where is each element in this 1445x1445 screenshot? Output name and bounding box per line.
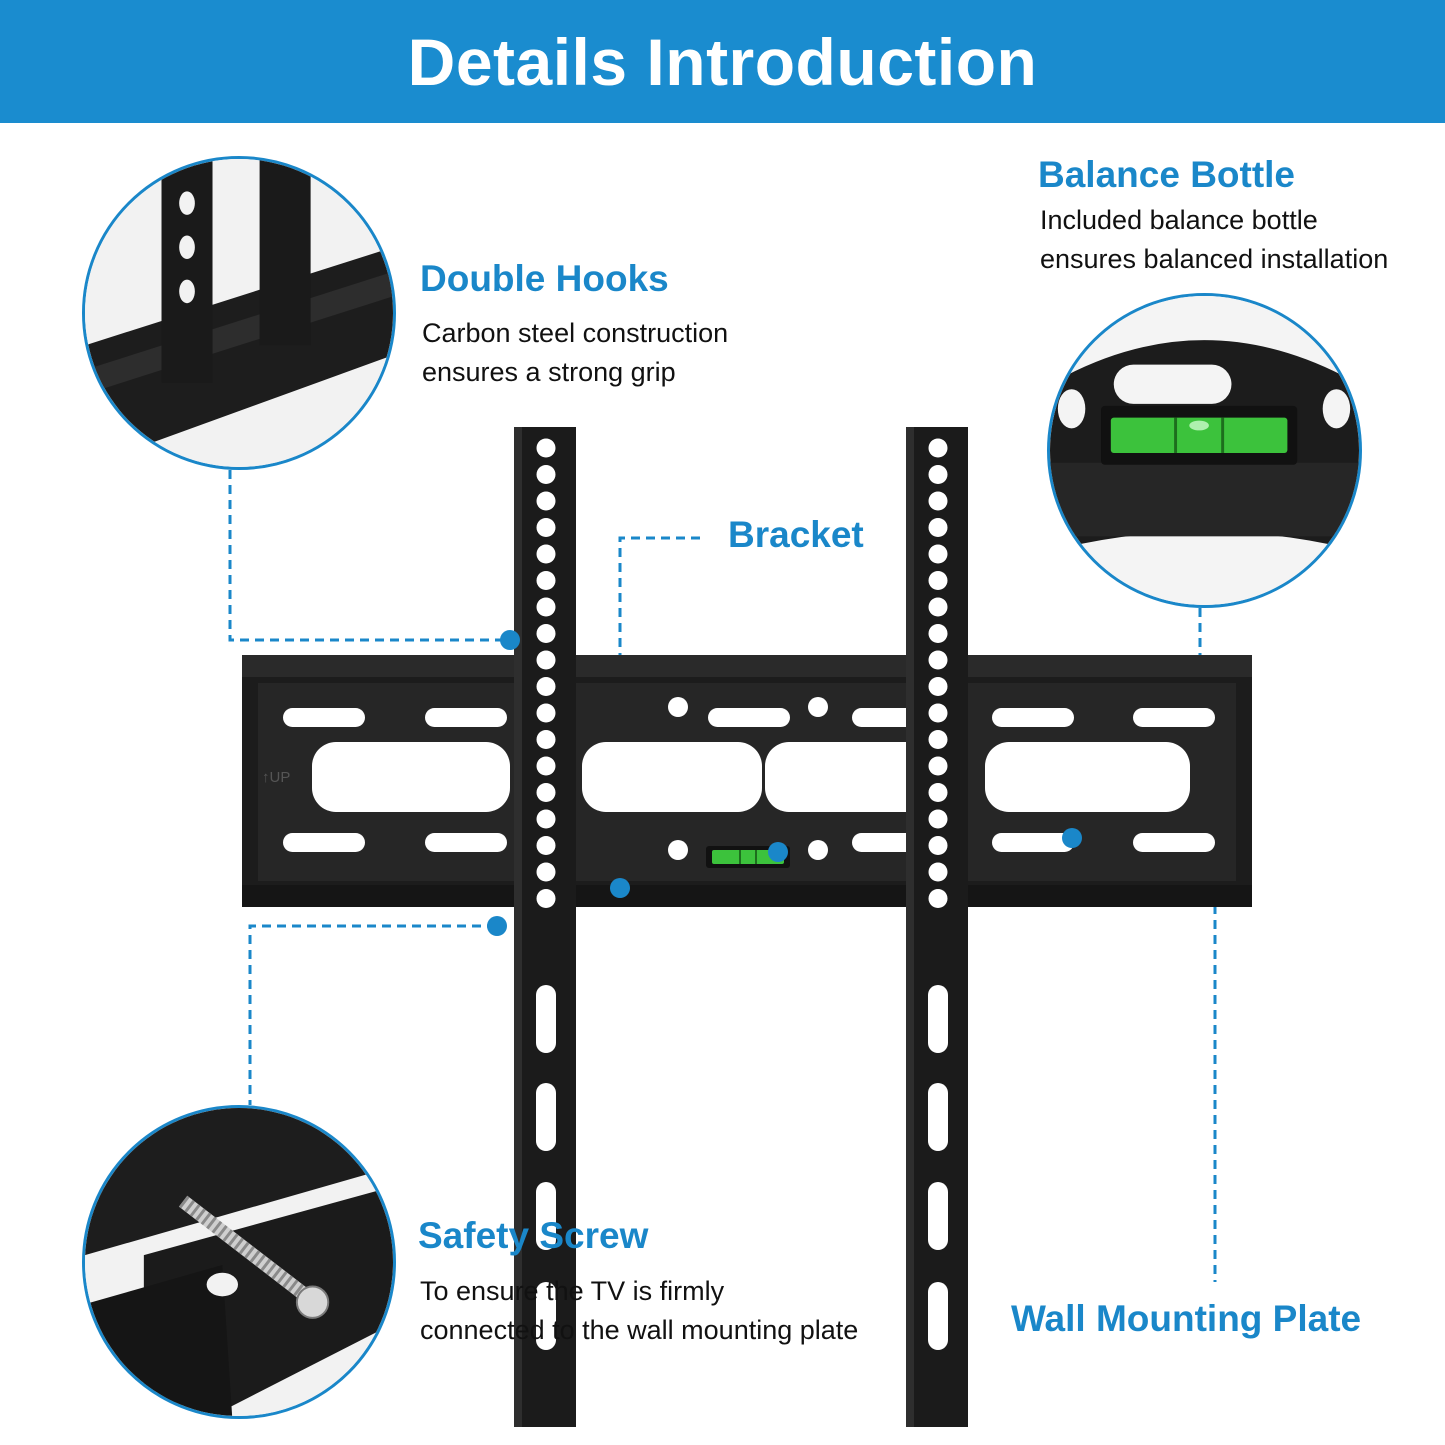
safety-screw-desc-line1: To ensure the TV is firmly bbox=[420, 1276, 725, 1306]
bracket-hole bbox=[928, 889, 948, 908]
bracket-hole bbox=[536, 730, 556, 749]
leader-safety-screw bbox=[248, 924, 496, 1105]
bracket-hole bbox=[928, 544, 948, 564]
double-hooks-title: Double Hooks bbox=[420, 258, 669, 299]
safety-screw-title: Safety Screw bbox=[418, 1215, 649, 1256]
bracket-hole bbox=[536, 624, 556, 643]
safety-screw-desc-line2: connected to the wall mounting plate bbox=[420, 1315, 859, 1345]
bracket-hole bbox=[928, 862, 948, 882]
bracket-hole bbox=[536, 465, 556, 484]
bracket-hole bbox=[928, 491, 948, 511]
plate-slots bbox=[283, 697, 1215, 860]
bracket-hole bbox=[536, 809, 556, 829]
balance-bottle-zoom bbox=[1047, 293, 1362, 608]
bracket-hole bbox=[928, 809, 948, 829]
wall-mounting-plate: ↑UP bbox=[242, 655, 1252, 907]
bracket-hole bbox=[536, 862, 556, 882]
bracket-title: Bracket bbox=[728, 514, 864, 555]
bracket-hole bbox=[536, 438, 556, 458]
bracket-hole bbox=[928, 597, 948, 617]
bracket-hole bbox=[536, 571, 556, 590]
page-title: Details Introduction bbox=[407, 24, 1038, 99]
bracket-hole bbox=[928, 650, 948, 670]
double-hooks-zoom bbox=[82, 156, 396, 470]
leader-bracket bbox=[618, 536, 700, 888]
bracket-hole bbox=[928, 518, 948, 537]
wall-mounting-plate-title: Wall Mounting Plate bbox=[1011, 1298, 1362, 1339]
balance-bottle-desc-line1: Included balance bottle bbox=[1040, 205, 1318, 235]
bottle-detail-image bbox=[1050, 296, 1359, 605]
double-hooks-desc-line2: ensures a strong grip bbox=[422, 357, 676, 387]
bracket-hole bbox=[536, 597, 556, 617]
hooks-detail-image bbox=[85, 159, 393, 467]
bracket-hole bbox=[928, 438, 948, 458]
plate-up-mark: ↑UP bbox=[262, 769, 290, 786]
bracket-hole bbox=[928, 465, 948, 484]
bracket-hole bbox=[536, 491, 556, 511]
bracket-hole bbox=[928, 703, 948, 723]
bracket-hole bbox=[928, 730, 948, 749]
balance-bottle-desc-line2: ensures balanced installation bbox=[1040, 244, 1389, 274]
double-hooks-desc-line1: Carbon steel construction bbox=[422, 318, 729, 348]
bracket-hole bbox=[536, 677, 556, 696]
bracket-hole bbox=[928, 756, 948, 776]
header-banner: Details Introduction bbox=[0, 0, 1445, 123]
bracket-hole bbox=[928, 836, 948, 855]
bracket-hole bbox=[928, 783, 948, 802]
right-bracket bbox=[906, 427, 968, 1427]
bracket-hole bbox=[928, 677, 948, 696]
bracket-hole bbox=[536, 783, 556, 802]
bracket-hole bbox=[536, 518, 556, 537]
safety-screw-zoom bbox=[82, 1105, 396, 1419]
bracket-hole bbox=[536, 836, 556, 855]
bracket-hole bbox=[536, 544, 556, 564]
bracket-hole bbox=[928, 624, 948, 643]
bracket-hole bbox=[928, 571, 948, 590]
balance-bottle-title: Balance Bottle bbox=[1038, 154, 1296, 195]
bracket-hole bbox=[536, 650, 556, 670]
bracket-hole bbox=[536, 703, 556, 723]
left-bracket bbox=[514, 427, 576, 1427]
leader-dots bbox=[487, 630, 1082, 936]
bracket-hole bbox=[536, 756, 556, 776]
screw-detail-image bbox=[85, 1108, 393, 1416]
bracket-hole bbox=[536, 889, 556, 908]
leader-double-hooks bbox=[228, 470, 508, 642]
